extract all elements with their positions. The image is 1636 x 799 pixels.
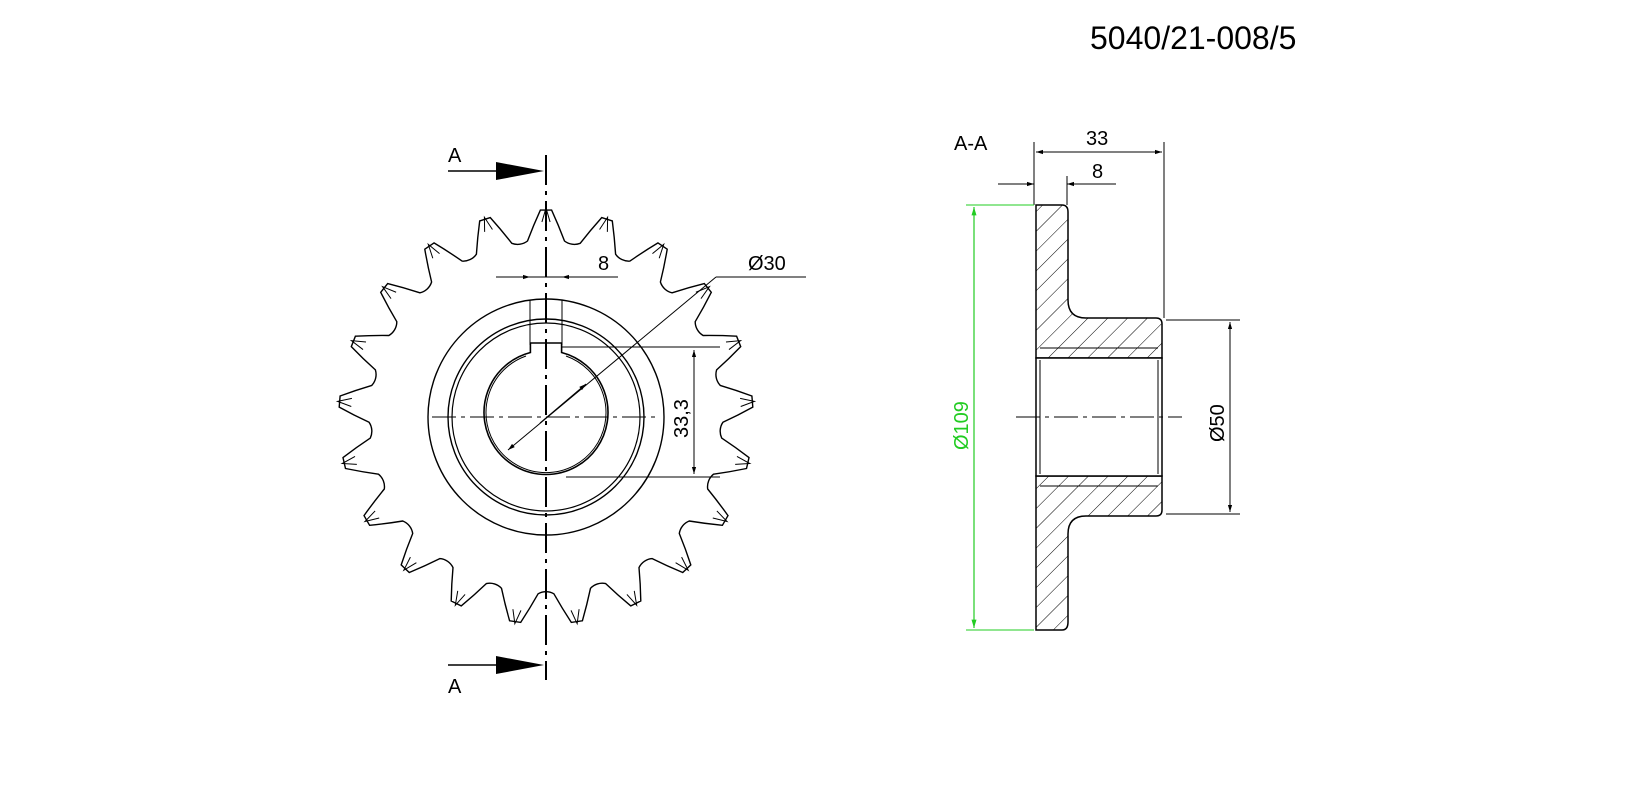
tooth-tip (740, 397, 757, 407)
keyway-width-label: 8 (598, 253, 609, 275)
tooth-tip (363, 510, 380, 523)
section-view-title: A-A (954, 133, 988, 155)
bore-diameter-label: Ø30 (748, 253, 786, 275)
section-mark-bottom: A (448, 676, 462, 698)
key-height-label: 33,3 (671, 399, 693, 438)
tooth-tips (335, 206, 757, 626)
tooth-tip (712, 510, 729, 523)
flange-width-label: 8 (1092, 161, 1103, 183)
bore-dim-leader-end-arrow (539, 383, 587, 424)
tooth-tip (335, 397, 352, 407)
bore-inner-line (485, 355, 607, 473)
part-number: 5040/21-008/5 (1090, 20, 1297, 56)
tooth-tip (349, 339, 367, 350)
tooth-tip (483, 215, 493, 232)
section-mark-top: A (448, 145, 462, 167)
section-arrow-top-head (496, 162, 544, 180)
tooth-tip (454, 590, 466, 607)
tooth-tip (381, 285, 397, 299)
section-view: A-A 33 8 Ø109 Ø50 (951, 128, 1240, 631)
section-arrow-bottom-head (496, 656, 544, 674)
tooth-tip (735, 455, 752, 465)
tooth-tip (340, 455, 357, 465)
hub-diameter-label: Ø50 (1207, 404, 1229, 442)
tooth-tip (675, 556, 690, 572)
tooth-tip (512, 609, 522, 626)
tooth-tip (725, 339, 743, 350)
section-upper-hatch (1035, 204, 1163, 359)
total-length-label: 33 (1086, 128, 1108, 150)
tooth-tip (626, 590, 638, 607)
outer-diameter-label: Ø109 (951, 401, 973, 450)
tooth-tip (402, 556, 417, 572)
bore-with-keyway (483, 342, 609, 476)
section-lower-hatch (1035, 475, 1163, 631)
front-view: A A 8 Ø30 33,3 (335, 145, 806, 698)
tooth-tip (652, 242, 665, 259)
sprocket-outline (338, 209, 754, 624)
tooth-tip (599, 215, 609, 232)
tooth-tip (570, 609, 580, 626)
tooth-tip (427, 242, 440, 259)
